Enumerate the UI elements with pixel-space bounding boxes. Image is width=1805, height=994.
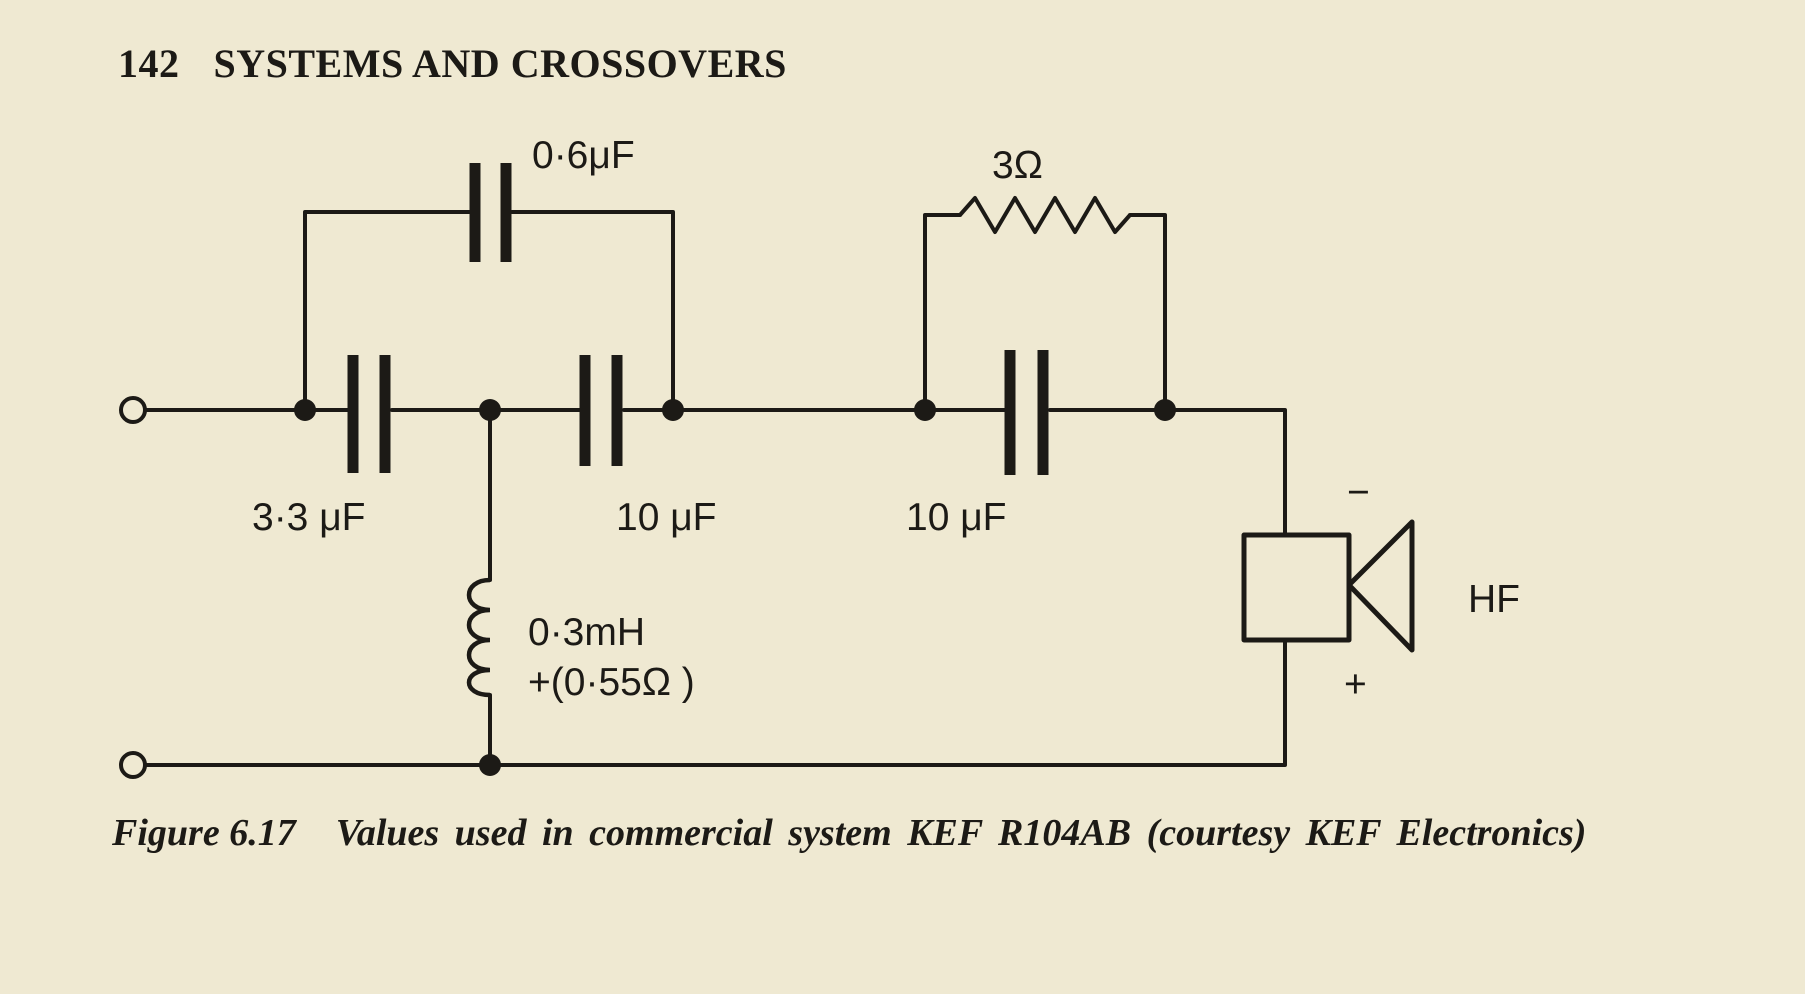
input-terminal-bottom — [119, 751, 147, 779]
label-10uf-b: 10 μF — [906, 496, 1007, 539]
label-10uf-a: 10 μF — [616, 496, 717, 539]
bridge-wire-right — [510, 210, 675, 412]
label-driver-plus: + — [1344, 663, 1367, 706]
speaker-magnet — [1241, 532, 1352, 643]
page-number: 142 — [118, 41, 180, 86]
capacitor-plates — [347, 163, 1049, 475]
label-driver-minus: − — [1347, 471, 1370, 514]
junction-dot — [914, 399, 936, 421]
main-wire-end — [1048, 408, 1287, 537]
speaker-cone — [1346, 519, 1415, 653]
label-3-ohm: 3Ω — [992, 144, 1043, 187]
bridge-wire — [303, 210, 477, 412]
junction-dots — [294, 399, 1176, 776]
resistor-loop-right — [1128, 213, 1167, 412]
junction-dot — [662, 399, 684, 421]
junction-dot — [294, 399, 316, 421]
label-3-3uf: 3·3 μF — [252, 496, 366, 539]
figure-number: Figure 6.17 — [112, 812, 296, 854]
hf-loudspeaker-symbol — [1241, 519, 1415, 653]
junction-dot — [479, 754, 501, 776]
junction-dot — [1154, 399, 1176, 421]
resistor-3-ohm — [958, 196, 1132, 234]
caption-text: Values used in commercial system KEF R10… — [335, 812, 1587, 854]
figure-caption: Figure 6.17 Values used in commercial sys… — [112, 810, 1732, 857]
return-wire — [143, 638, 1287, 767]
label-0-55-ohm: +(0·55Ω ) — [528, 661, 695, 704]
label-0-6uf: 0·6μF — [532, 134, 635, 177]
junction-dot — [479, 399, 501, 421]
resistor-loop-left — [923, 213, 962, 412]
label-0-3mh: 0·3mH — [528, 611, 645, 654]
chapter-title: SYSTEMS AND CROSSOVERS — [213, 41, 787, 86]
input-terminal-top — [119, 396, 147, 424]
label-hf: HF — [1468, 578, 1520, 621]
running-head: 142 SYSTEMS AND CROSSOVERS — [118, 40, 787, 87]
inductor-0-3mh — [466, 577, 491, 698]
